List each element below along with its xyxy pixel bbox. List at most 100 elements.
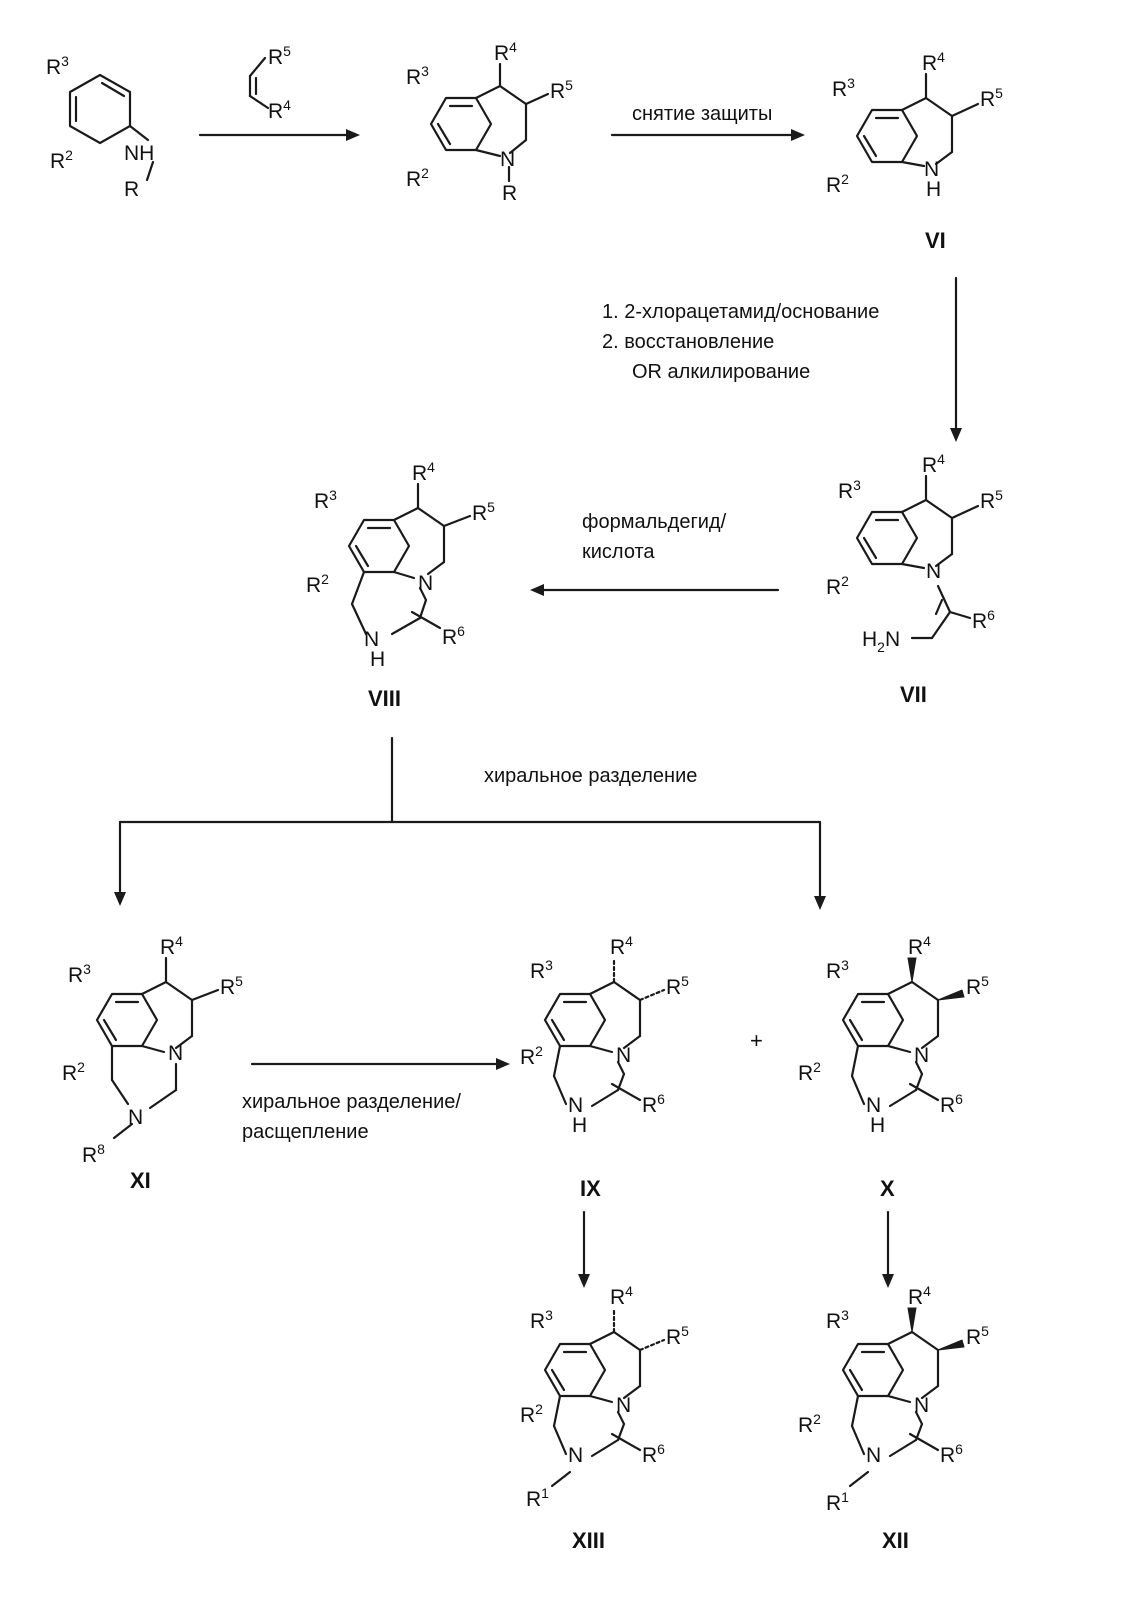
aniline-R-label: R (124, 178, 139, 201)
vii-N-label: N (926, 560, 941, 583)
viii-R4-label: R4 (412, 459, 435, 485)
formaldehyde-label-2: кислота (582, 541, 655, 563)
xii-N-label: N (914, 1394, 929, 1417)
xiii-N-ring-label: N (568, 1444, 583, 1467)
step-vi-3-label: OR алкилирование (632, 361, 810, 383)
chiral-separation-label: хиральное разделение (484, 765, 697, 787)
alkene-R5-label: R5 (268, 43, 291, 69)
compound-vi-label: VI (925, 228, 946, 253)
ix-R2-label: R2 (520, 1043, 543, 1069)
vi-R4-label: R4 (922, 49, 945, 75)
ix-R6-label: R6 (642, 1091, 665, 1117)
alkene-R4-label: R4 (268, 97, 291, 123)
compound-x-label: X (880, 1176, 895, 1201)
compound-vii-label: VII (900, 682, 927, 707)
compound-viii: R4 R5 R3 R2 N N H R6 VIII (306, 459, 495, 711)
arrow-ix-to-xiii (578, 1212, 590, 1288)
x-R4-label: R4 (908, 933, 931, 959)
x-N-label: N (914, 1044, 929, 1067)
aniline-structure: R3 R2 NH R (46, 53, 154, 201)
plus-sign: + (750, 1028, 763, 1053)
aniline-R2-label: R2 (50, 147, 73, 173)
xii-R4-label: R4 (908, 1283, 931, 1309)
ix-R5-label: R5 (666, 973, 689, 999)
compound-xii: R4 R5 R3 R2 N N R1 R6 XII (798, 1283, 989, 1553)
compound-xiii: R4 R5 R3 R2 N N R1 R6 XIII (520, 1283, 689, 1553)
viii-R3-label: R3 (314, 487, 337, 513)
alkene-reagent: R5 R4 (250, 43, 291, 123)
xiii-R4-label: R4 (610, 1283, 633, 1309)
xi-N-label: N (168, 1042, 183, 1065)
aniline-NH-label: NH (124, 142, 154, 165)
compound-viii-label: VIII (368, 686, 401, 711)
step-vi-2-label: 2. восстановление (602, 331, 774, 353)
formaldehyde-label-1: формальдегид/ (582, 511, 727, 533)
xiii-R1-label: R1 (526, 1485, 549, 1511)
xi-R2-label: R2 (62, 1059, 85, 1085)
vii-R4-label: R4 (922, 451, 945, 477)
compound-xi-label: XI (130, 1168, 151, 1193)
viii-R2-label: R2 (306, 571, 329, 597)
viii-H-label: H (370, 648, 385, 671)
protected-R5-label: R5 (550, 77, 573, 103)
ix-R4-label: R4 (610, 933, 633, 959)
arrow-vi-to-vii: 1. 2-хлорацетамид/основание 2. восстанов… (602, 278, 962, 442)
vii-R5-label: R5 (980, 487, 1003, 513)
protected-tetrahydroquinoline: R4 R5 R3 R2 N R (406, 39, 573, 205)
protected-R2-label: R2 (406, 165, 429, 191)
compound-xii-label: XII (882, 1528, 909, 1553)
x-R3-label: R3 (826, 957, 849, 983)
viii-R6-label: R6 (442, 623, 465, 649)
xii-R5-label: R5 (966, 1323, 989, 1349)
ix-N-label: N (616, 1044, 631, 1067)
arrow-x-to-xii (882, 1212, 894, 1288)
xiii-R2-label: R2 (520, 1401, 543, 1427)
aniline-R3-label: R3 (46, 53, 69, 79)
chiral-cleavage-label-2: расщепление (242, 1121, 369, 1143)
compound-vii: R4 R5 R3 R2 N R6 H2N VII (826, 451, 1003, 707)
xiii-R5-label: R5 (666, 1323, 689, 1349)
viii-R5-label: R5 (472, 499, 495, 525)
xii-R3-label: R3 (826, 1307, 849, 1333)
vii-R3-label: R3 (838, 477, 861, 503)
vii-R6-label: R6 (972, 607, 995, 633)
step-vi-1-label: 1. 2-хлорацетамид/основание (602, 301, 879, 323)
vii-R2-label: R2 (826, 573, 849, 599)
xiii-N-label: N (616, 1394, 631, 1417)
vi-R3-label: R3 (832, 75, 855, 101)
arrow-deprotection: снятие защиты (612, 103, 805, 141)
protected-R-label: R (502, 182, 517, 205)
xiii-R3-label: R3 (530, 1307, 553, 1333)
x-H-label: H (870, 1114, 885, 1137)
xii-R6-label: R6 (940, 1441, 963, 1467)
compound-ix: R4 R5 R3 R2 N N H R6 IX (520, 933, 689, 1201)
compound-ix-label: IX (580, 1176, 601, 1201)
vi-R2-label: R2 (826, 171, 849, 197)
ix-H-label: H (572, 1114, 587, 1137)
protected-R3-label: R3 (406, 63, 429, 89)
xi-R4-label: R4 (160, 933, 183, 959)
vii-H2N-label: H2N (862, 628, 900, 655)
xi-R3-label: R3 (68, 961, 91, 987)
vi-R5-label: R5 (980, 85, 1003, 111)
compound-x: R4 R5 R3 R2 N N H R6 X (798, 933, 989, 1201)
xi-N-ring-label: N (128, 1106, 143, 1129)
xii-N-ring-label: N (866, 1444, 881, 1467)
vi-H-label: H (926, 178, 941, 201)
chiral-separation-branch: хиральное разделение (114, 738, 826, 910)
arrow-xi-to-ix: хиральное разделение/ расщепление (242, 1058, 510, 1143)
compound-xiii-label: XIII (572, 1528, 605, 1553)
arrow-1 (200, 129, 360, 141)
x-R2-label: R2 (798, 1059, 821, 1085)
xii-R1-label: R1 (826, 1489, 849, 1515)
arrow-vii-to-viii: формальдегид/ кислота (530, 511, 778, 596)
protected-R4-label: R4 (494, 39, 517, 65)
x-R6-label: R6 (940, 1091, 963, 1117)
viii-N-label: N (418, 572, 433, 595)
xi-R8-label: R8 (82, 1141, 105, 1167)
compound-vi: R4 R5 R3 R2 N H VI (826, 49, 1003, 253)
xi-R5-label: R5 (220, 973, 243, 999)
chiral-cleavage-label-1: хиральное разделение/ (242, 1091, 461, 1113)
xiii-R6-label: R6 (642, 1441, 665, 1467)
